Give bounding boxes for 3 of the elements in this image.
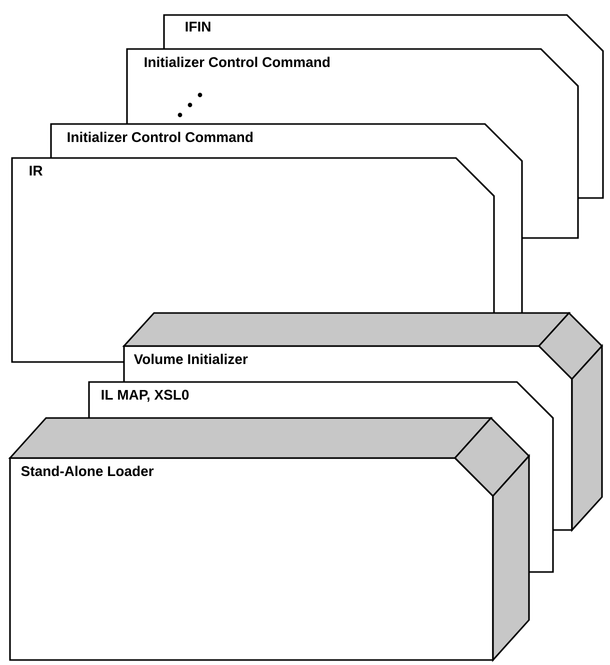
node-text: Volume Initializer xyxy=(134,354,248,364)
node-text: IR xyxy=(30,166,43,176)
node-text: IFIN xyxy=(186,22,210,32)
